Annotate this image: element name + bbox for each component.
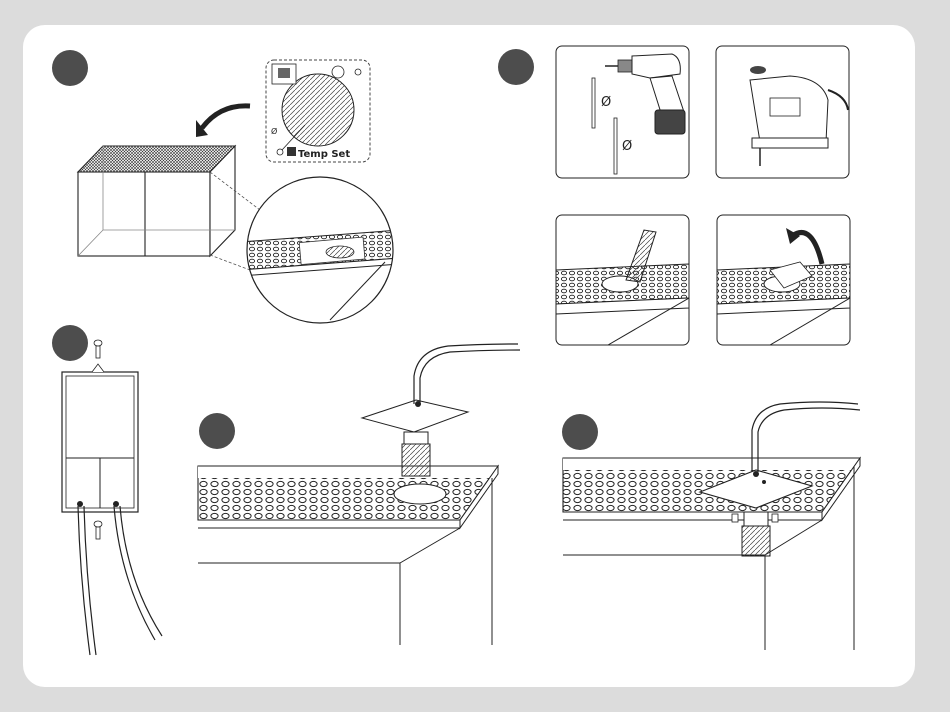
screw-icon: [94, 521, 102, 539]
drill-bit-diameter-symbol: Ø: [601, 95, 611, 110]
screw-icon: [94, 340, 102, 358]
terrarium-top-illustration: [198, 466, 498, 645]
step-4-group: [198, 344, 520, 645]
step-2-group: Ø Ø: [498, 46, 850, 345]
template-sheet: Ø Temp Set: [266, 60, 370, 162]
step-1-badge: [52, 50, 88, 86]
lamp-holder-icon: [362, 344, 520, 476]
step-3-badge: [52, 325, 88, 361]
terrarium-illustration: [78, 146, 235, 256]
step-5-group: [562, 402, 860, 650]
drill-panel: Ø Ø: [556, 46, 689, 178]
curved-arrow-icon: [202, 106, 250, 128]
step-5-badge: [562, 414, 598, 450]
zoom-detail-circle: [240, 177, 400, 323]
drill-bit-diameter-symbol: Ø: [622, 139, 632, 154]
zoom-guide-line: [210, 255, 250, 270]
jigsaw-panel: [716, 46, 849, 178]
remove-cutout-panel: [717, 215, 850, 345]
template-diameter-symbol: Ø: [271, 126, 277, 136]
template-label: Temp Set: [298, 149, 350, 160]
power-cords: [78, 506, 162, 655]
step-4-badge: [199, 413, 235, 449]
cutting-panel: [556, 215, 689, 345]
step-2-badge: [498, 49, 534, 85]
thermostat-unit: [62, 364, 138, 512]
terrarium-top-mounted-illustration: [563, 458, 860, 650]
step-1-group: Ø Temp Set: [52, 50, 400, 323]
step-3-group: [52, 325, 162, 655]
